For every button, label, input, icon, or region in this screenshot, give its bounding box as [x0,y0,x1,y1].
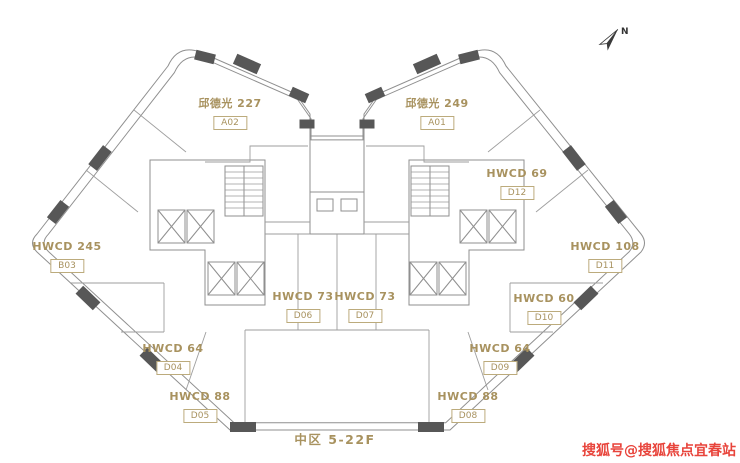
building-outline [32,49,645,431]
unit-label-a01: 邱德光 249 A01 [405,97,468,130]
unit-code: D11 [588,259,622,273]
unit-name: HWCD 64 [469,342,531,355]
unit-label-d10: HWCD 60 D10 [513,292,574,325]
unit-name: HWCD 108 [570,240,640,253]
unit-name: HWCD 245 [32,240,102,253]
unit-name: HWCD 69 [486,167,548,180]
unit-name: 邱德光 227 [198,97,262,110]
interior-partitions [71,109,603,430]
watermark-text: 搜狐号@搜狐焦点宜春站 [582,443,736,459]
unit-code: D06 [286,309,320,323]
unit-label-d04: HWCD 64 D04 [142,342,203,375]
compass-north-label: N [621,27,629,37]
unit-label-d09: HWCD 64 D09 [469,342,530,375]
unit-label-b03: HWCD 245 B03 [32,240,101,273]
unit-code: D10 [527,311,561,325]
north-arrow-icon: N [598,27,629,51]
unit-code: B03 [50,259,84,273]
core-left [149,159,266,306]
unit-label-d06: HWCD 73 D06 [272,290,333,323]
unit-name: HWCD 73 [272,290,334,303]
unit-label-d08: HWCD 88 D08 [437,390,498,423]
unit-label-d07: HWCD 73 D07 [334,290,395,323]
zone-floor-label: 中区 5-22F [294,432,376,447]
unit-name: HWCD 64 [142,342,204,355]
unit-label-a02: 邱德光 227 A02 [198,97,261,130]
unit-code: D04 [156,361,190,375]
unit-name: 邱德光 249 [405,97,469,110]
unit-code: A02 [212,116,247,130]
unit-label-d12: HWCD 69 D12 [486,167,547,200]
central-connector [309,136,365,235]
unit-name: HWCD 60 [513,292,575,305]
unit-code: D05 [183,409,217,423]
unit-name: HWCD 88 [169,390,231,403]
unit-code: A01 [419,116,454,130]
unit-code: D08 [451,409,485,423]
unit-code: D09 [483,361,517,375]
unit-code: D12 [500,186,534,200]
unit-name: HWCD 88 [437,390,499,403]
unit-name: HWCD 73 [334,290,396,303]
unit-label-d05: HWCD 88 D05 [169,390,230,423]
unit-code: D07 [348,309,382,323]
unit-label-d11: HWCD 108 D11 [570,240,639,273]
